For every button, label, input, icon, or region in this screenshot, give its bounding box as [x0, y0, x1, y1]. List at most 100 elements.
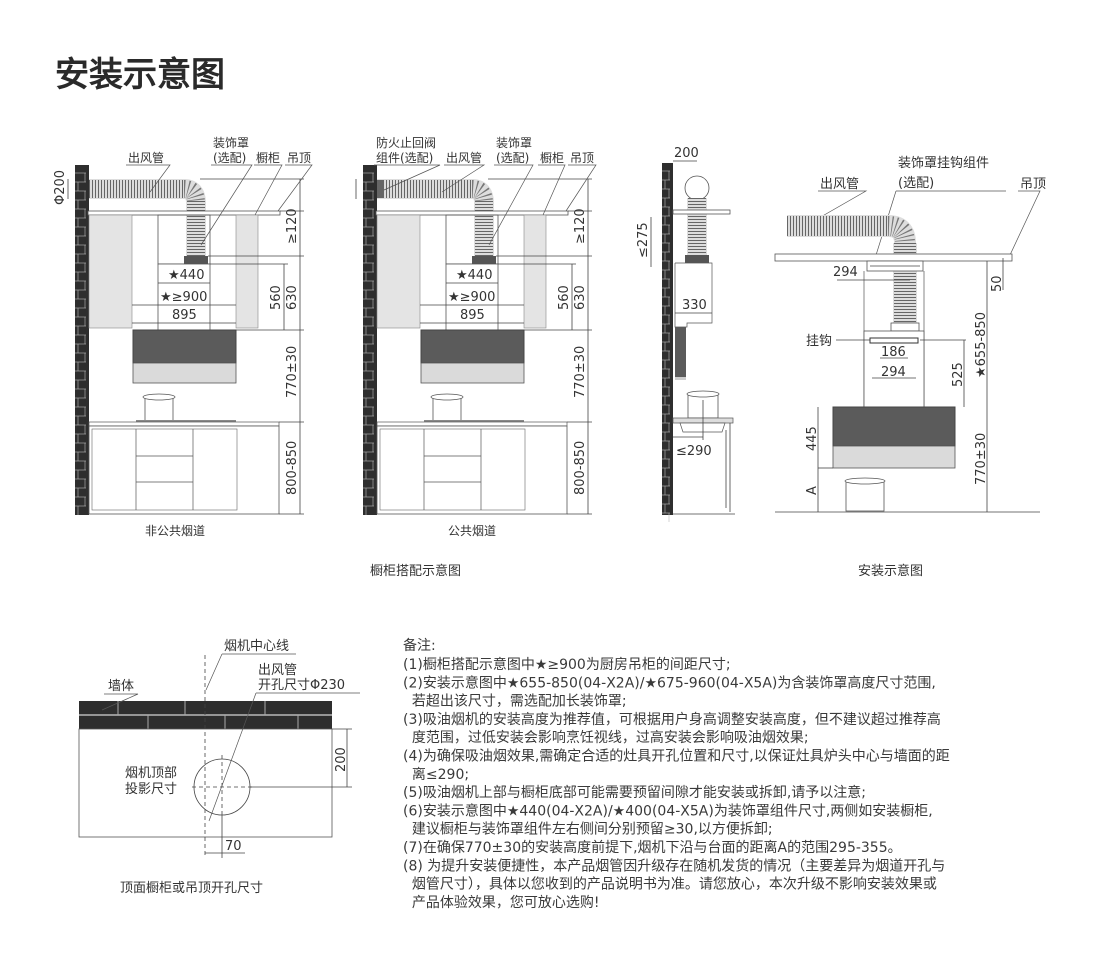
dim-294: 294: [881, 365, 906, 380]
dim-655-850: ★655-850: [974, 312, 989, 378]
note-line: (3)吸油烟机的安装高度为推荐值，可根据用户身高调整安装高度，但不建议超过推荐高: [403, 711, 941, 728]
ceiling: [87, 210, 281, 216]
pot: [432, 396, 462, 422]
notes-heading: 备注:: [403, 637, 436, 654]
dim-50: 50: [990, 275, 1005, 292]
decorative-cover: [157, 263, 211, 331]
ceiling: [375, 210, 569, 216]
label-cover: 装饰罩: [213, 136, 249, 150]
dim-gap: ≥120: [285, 208, 300, 244]
pot-lid: [844, 477, 886, 485]
range-hood-body: [132, 329, 237, 364]
countertop: [376, 421, 568, 427]
label-hook: 挂钩: [806, 334, 832, 349]
hood-side: [675, 327, 686, 377]
range-hood-body: [420, 329, 525, 364]
dim-440: ★440: [168, 268, 204, 283]
wall-cabinet-right: [523, 214, 547, 329]
label-projection: 烟机顶部: [125, 766, 177, 781]
range-hood-panel: [132, 362, 237, 384]
pot-lid: [686, 390, 720, 398]
dim-ticks: [200, 178, 304, 515]
note-line: (2)安装示意图中★655-850(04-X2A)/★675-960(04-X5…: [403, 674, 936, 691]
notes: 备注: (1)橱柜搭配示意图中★≥900为厨房吊柜的间距尺寸;(2)安装示意图中…: [403, 637, 950, 911]
label-cabinet: 橱柜: [256, 151, 280, 165]
label-check-valve-optional: 组件(选配): [376, 151, 433, 165]
note-line: (5)吸油烟机上部与橱柜底部可能需要预留间隙才能安装或拆卸,请予以注意;: [403, 784, 866, 801]
decorative-cover: [445, 263, 499, 331]
dim-445: 445: [805, 426, 820, 451]
wall-cabinet-right: [235, 214, 259, 329]
brick-wall: [363, 165, 377, 515]
leader-line: [374, 164, 441, 191]
dim-294-top: 294: [833, 265, 858, 280]
dim-895: 895: [172, 308, 197, 323]
label-hole-size: 开孔尺寸Φ230: [258, 678, 345, 693]
label-hook-kit: 装饰罩挂钩组件: [898, 156, 989, 171]
dim-186: 186: [881, 345, 906, 360]
note-line: 烟管尺寸），具体以您收到的产品说明书为准。请您放心，本次升级不影响安装效果或: [403, 876, 937, 893]
leader-line: [538, 164, 566, 216]
label-cover-optional: (选配): [213, 151, 246, 165]
note-line: (7)在确保770±30的安装高度前提下,烟机下沿与台面的距离A的范围295-3…: [403, 839, 902, 856]
cabinet-doors: [91, 428, 238, 511]
dim-200: 200: [674, 146, 699, 161]
caption-public-flue: 公共烟道: [448, 524, 496, 538]
label-cabinet: 橱柜: [540, 151, 564, 165]
label-centerline: 烟机中心线: [224, 639, 289, 654]
ceiling: [672, 209, 731, 215]
note-line: (4)为确保吸油烟效果,需确定合适的灶具开孔位置和尺寸,以保证灶具炉头中心与墙面…: [403, 749, 950, 765]
dim-330: 330: [682, 298, 707, 313]
dim-770: 770±30: [573, 346, 588, 398]
pot: [144, 396, 174, 422]
wall-cabinet-left: [88, 214, 133, 329]
ceiling-board: [774, 253, 1013, 262]
pot-lid: [430, 393, 464, 401]
leader-line: [565, 164, 597, 212]
dim-525: 525: [951, 362, 966, 387]
check-valve: [378, 180, 384, 198]
install-view-diagram: 出风管 装饰罩挂钩组件 (选配) 吊顶 294 50 ★655-850 挂钩: [774, 156, 1046, 579]
label-duct: 出风管: [258, 663, 297, 678]
note-line: 离≤290;: [403, 766, 469, 783]
note-line: (6)安装示意图中★440(04-X2A)/★400(04-X5A)为装饰罩组件…: [403, 802, 933, 819]
dim-895: 895: [460, 308, 485, 323]
note-line: 若超出该尺寸，需选配加长装饰罩;: [403, 694, 627, 710]
dim-630: 630: [573, 285, 588, 310]
dim-560: 560: [557, 285, 572, 310]
leader-line: [488, 164, 534, 246]
cabinet-doors: [379, 428, 526, 511]
top-hole-diagram: 200 70 烟机中心线 墙体 出风管 开孔尺寸Φ230 烟机顶部 投影尺寸 顶…: [78, 639, 360, 896]
dim-275: ≤275: [636, 222, 651, 258]
range-hood-panel: [420, 362, 525, 384]
caption-private-flue: 非公共烟道: [145, 524, 205, 538]
label-wall: 墙体: [108, 679, 134, 694]
dim-200: 200: [334, 747, 349, 772]
dim-560: 560: [269, 285, 284, 310]
dim-A: A: [805, 486, 820, 495]
leader-line: [811, 190, 868, 223]
base-cabinet: [88, 425, 280, 515]
hood-upper-body: [863, 330, 925, 408]
cabinet-diagram-public-flue: 防火止回阀 组件(选配) 出风管 装饰罩 (选配) 橱柜 吊顶 ≥120 560…: [355, 135, 597, 538]
label-check-valve: 防火止回阀: [376, 135, 436, 150]
label-cover-optional: (选配): [496, 151, 529, 165]
cooktop: [424, 420, 524, 422]
dim-770: 770±30: [285, 346, 300, 398]
dim-duct-diameter: Φ200: [53, 170, 68, 205]
note-line: 产品体验效果，您可放心选购!: [403, 894, 600, 911]
label-duct: 出风管: [128, 150, 164, 165]
dim-440: ★440: [456, 268, 492, 283]
hook-bar: [869, 337, 919, 344]
decorative-cover: [674, 262, 713, 328]
pot-lid: [142, 393, 176, 401]
wall: [662, 163, 673, 522]
brick-joints: [117, 701, 299, 729]
dim-gap: ≥120: [573, 208, 588, 244]
hood-body: [832, 406, 956, 447]
label-cover: 装饰罩: [496, 136, 532, 150]
base-cabinet: [376, 425, 568, 515]
cooktop: [136, 420, 236, 422]
wall-cabinet-left: [376, 214, 421, 329]
